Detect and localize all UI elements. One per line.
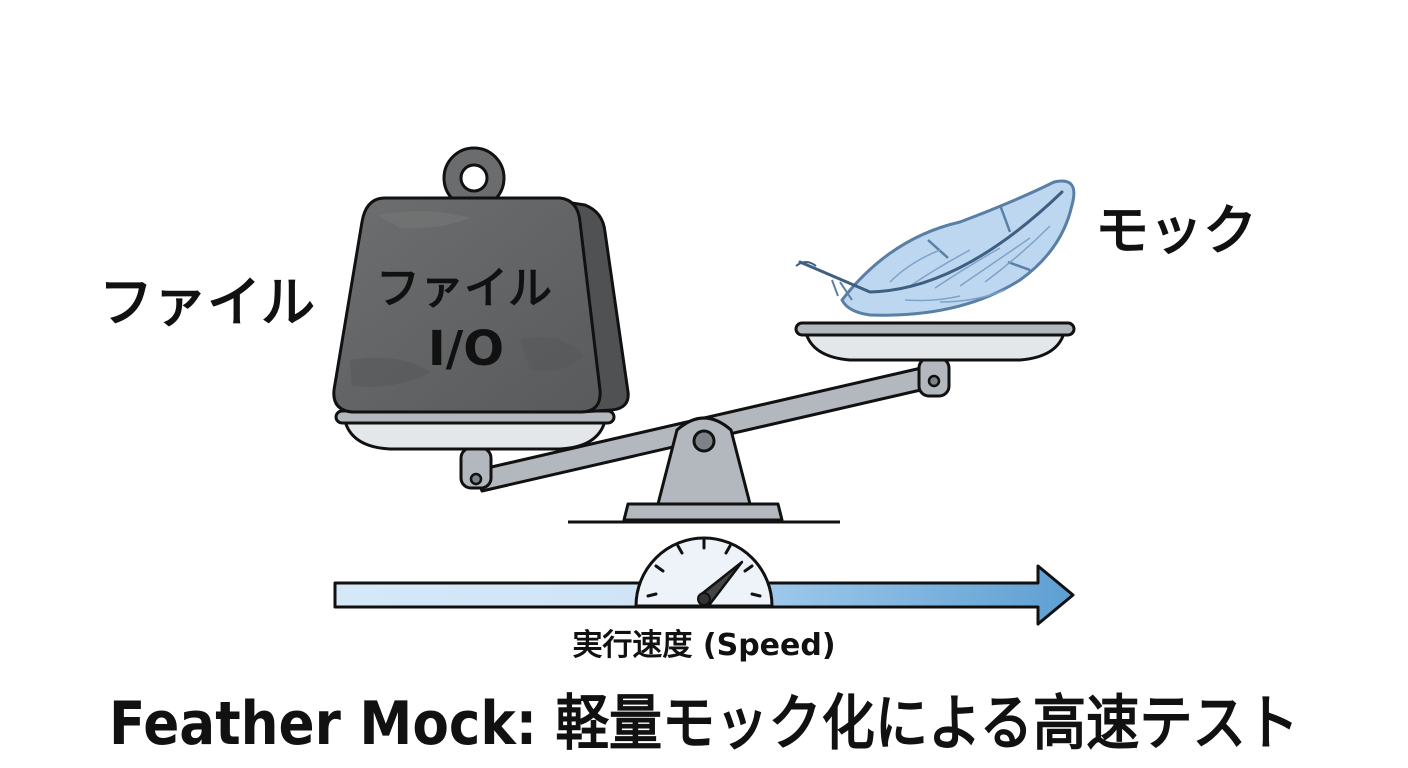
mock-label: モック (1095, 199, 1257, 262)
page-title: Feather Mock: 軽量モック化による高速テスト (109, 689, 1299, 759)
right-pan (794, 321, 1076, 362)
heavy-weight-icon: ファイル I/O (332, 146, 630, 414)
speedometer-icon (634, 536, 774, 608)
file-label: ファイル (99, 271, 315, 334)
feather-icon (795, 179, 1076, 317)
left-pan (334, 409, 616, 451)
weight-label-line2: I/O (428, 321, 504, 377)
weight-label-line1: ファイル (376, 263, 552, 314)
balance-scale-icon (459, 356, 951, 522)
speed-label: 実行速度 (Speed) (572, 628, 835, 663)
